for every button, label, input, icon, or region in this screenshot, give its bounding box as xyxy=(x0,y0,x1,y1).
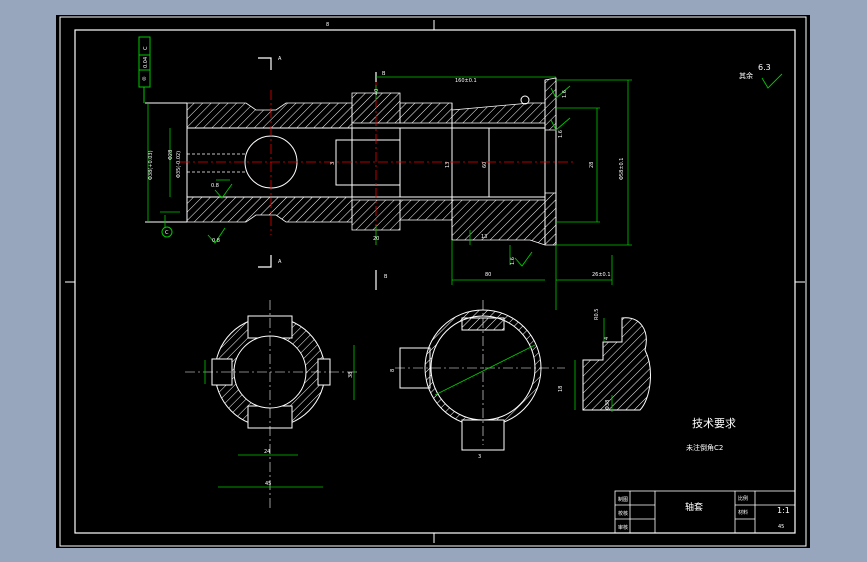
detail-len: 18 xyxy=(558,386,564,392)
tb-scale-label: 比例 xyxy=(738,495,748,502)
tolerance-frame: ◎ 0.04 C xyxy=(138,36,151,103)
section-mark-a-bottom: A xyxy=(278,259,282,265)
dim-80: 80 xyxy=(485,272,491,278)
dim-26: 26±0.1 xyxy=(592,272,611,278)
roughness-general-label: 其余 xyxy=(739,71,753,80)
roughness-5: 1.6 xyxy=(510,257,516,265)
tb-material-label: 材料 xyxy=(738,509,748,516)
section-b-width: 8 xyxy=(390,369,396,372)
title-block xyxy=(614,490,796,534)
roughness-1: 1.6 xyxy=(562,90,568,98)
dim-3: 3 xyxy=(330,162,336,165)
section-mark-b-bottom: B xyxy=(384,274,388,280)
section-b-key: 3 xyxy=(478,454,481,460)
dim-28: 28 xyxy=(589,162,595,168)
dim-20: 20 xyxy=(373,236,379,242)
svg-text:0.04: 0.04 xyxy=(143,57,149,68)
roughness-2: 1.6 xyxy=(558,130,564,138)
section-a-view: 24 45 38 xyxy=(185,300,360,510)
tb-scale: 1:1 xyxy=(777,506,790,515)
roughness-symbols xyxy=(207,73,783,267)
detail-r: R0.5 xyxy=(594,309,600,320)
tb-row-3: 审核 xyxy=(618,524,628,531)
detail-view: R0.5 4 18 Φ38 xyxy=(558,309,651,412)
tb-row-1: 制图 xyxy=(618,496,628,503)
dim-40: 40 xyxy=(374,89,380,95)
dim-left-a: Φ38(+0.03) xyxy=(148,150,154,180)
tb-row-2: 校核 xyxy=(618,510,628,517)
dim-overall-dia: Φ58±0.1 xyxy=(619,158,625,180)
detail-dia: Φ38 xyxy=(605,400,611,410)
tb-part-name: 轴套 xyxy=(685,501,703,513)
section-mark-a-top: A xyxy=(278,56,282,62)
tb-material: 45 xyxy=(778,524,784,530)
top-mark: 8 xyxy=(326,22,329,28)
svg-text:C: C xyxy=(165,230,169,236)
dim-top-length: 160±0.1 xyxy=(455,78,477,84)
dim-13b: 13 xyxy=(481,234,487,240)
section-b-view: 8 3 xyxy=(390,300,565,460)
svg-text:◎: ◎ xyxy=(142,76,147,82)
sheet-border xyxy=(59,16,807,547)
dim-13: 13 xyxy=(445,162,451,168)
section-mark-b-top: B xyxy=(382,71,386,77)
svg-text:C: C xyxy=(143,46,149,50)
requirements-item: 未注倒角C2 xyxy=(686,443,723,452)
dim-left-b: Φ35(-0.02) xyxy=(176,151,182,178)
dim-left-small: Φ28 xyxy=(168,150,174,160)
detail-w: 4 xyxy=(604,337,610,340)
datum-symbol: C xyxy=(161,226,173,238)
section-a-width: 24 xyxy=(264,449,270,455)
section-a-height: 38 xyxy=(348,372,354,378)
section-a-dia: 45 xyxy=(265,481,271,487)
main-section-view: A A B B xyxy=(145,56,575,290)
roughness-4: 0.8 xyxy=(211,183,219,189)
roughness-general-value: 6.3 xyxy=(758,63,771,72)
roughness-3: 0.8 xyxy=(212,238,220,244)
dim-60: 60 xyxy=(482,162,488,168)
requirements-title: 技术要求 xyxy=(692,417,736,430)
dimension-lines xyxy=(147,76,632,310)
